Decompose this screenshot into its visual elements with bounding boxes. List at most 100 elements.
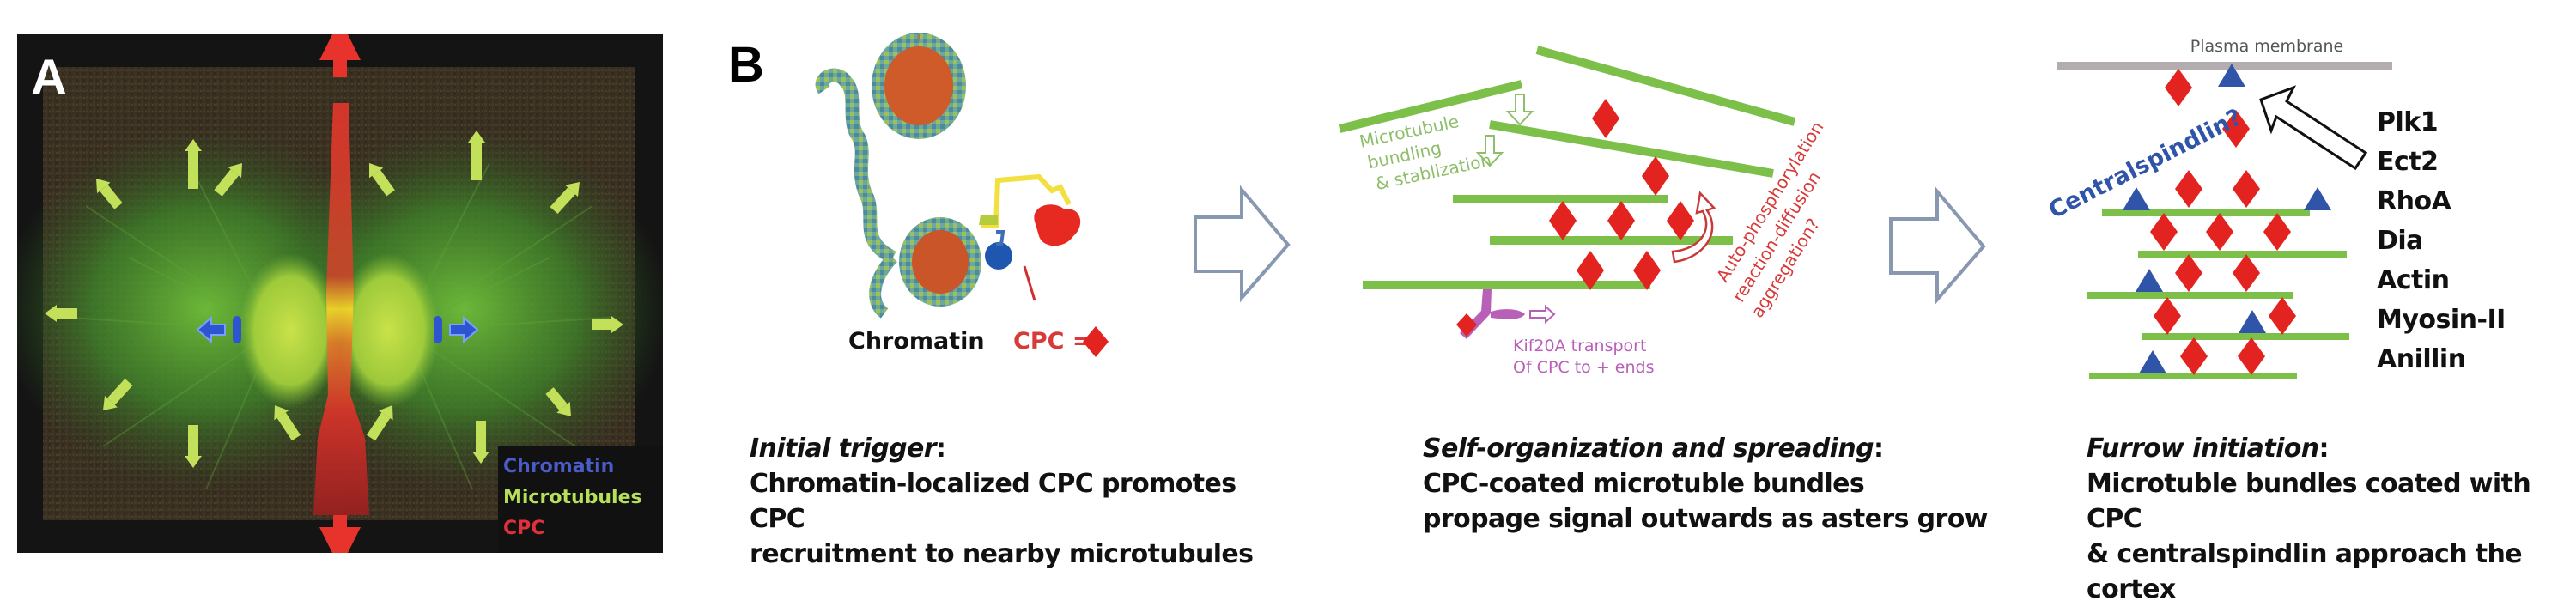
kif20a-motor	[1456, 289, 1556, 339]
cpc-diamond	[2154, 297, 2181, 335]
autophos-cycle-arrow-icon	[1671, 191, 1716, 264]
caption-step2-line1: CPC-coated microtuble bundles	[1423, 469, 1865, 499]
centralspindlin-triangle	[2123, 187, 2150, 210]
centralspindlin-triangle	[2218, 64, 2245, 87]
cpc-diamond	[2175, 254, 2202, 292]
bundling-arrow-icon	[1505, 94, 1534, 126]
caption-step3-line2: & centralspindlin approach the cortex	[2087, 539, 2523, 604]
cpc-diamond-icon	[1083, 326, 1109, 357]
cpc-diamond	[1549, 201, 1577, 240]
microtubule	[1489, 120, 1774, 178]
panel-b-letter: B	[728, 37, 764, 93]
cpc-diamond	[2175, 170, 2202, 208]
transport-arrow-icon	[1529, 304, 1556, 325]
survivin-domain	[985, 242, 1012, 270]
outward-arrow-icon	[214, 169, 239, 197]
outward-arrow-head	[468, 131, 485, 143]
cpc-diamond	[1456, 313, 1477, 337]
factor-item: Actin	[2377, 265, 2450, 295]
cpc-pointer-line	[1023, 265, 1036, 301]
factor-item: Plk1	[2377, 107, 2439, 137]
schematic-svg: Chromatin CPC = Microtubule bundling & s…	[815, 33, 2392, 379]
factor-item: Myosin-II	[2377, 305, 2506, 335]
cpc-diamond	[1633, 251, 1661, 290]
histone-core-bottom	[912, 230, 969, 294]
caption-step3-head: Furrow initiation	[2087, 434, 2319, 464]
caption-step1-line2: recruitment to nearby microtubules	[750, 539, 1254, 569]
caption-step1: Initial trigger: Chromatin-localized CPC…	[750, 431, 1282, 572]
factor-item: RhoA	[2377, 186, 2451, 216]
centralspindlin-triangle	[2136, 269, 2163, 292]
cpc-diamond	[2222, 110, 2250, 148]
legend-microtubules: Microtubules	[503, 487, 642, 508]
outward-arrow-head	[565, 182, 580, 197]
outward-arrow-icon	[276, 412, 301, 441]
chromatin-left-bar	[233, 316, 241, 343]
caption-step3-line1: Microtuble bundles coated with CPC	[2087, 469, 2531, 534]
chromatin-right-bar	[434, 316, 442, 343]
panel-a-letter: A	[31, 50, 67, 106]
left-chromatin-region	[239, 253, 342, 408]
kif20a-label-line1: Kif20A transport	[1513, 337, 1646, 355]
outward-arrows	[45, 131, 623, 468]
cpc-complex-structure	[979, 173, 1081, 301]
cpc-diamond	[2150, 213, 2178, 251]
cpc-diamond	[2269, 297, 2296, 335]
outward-arrow-icon	[545, 387, 568, 411]
right-chromatin-region	[337, 253, 440, 408]
factor-item: Ect2	[2377, 147, 2439, 177]
plasma-membrane-label: Plasma membrane	[2190, 37, 2343, 56]
outward-arrow-head	[228, 163, 242, 179]
caption-step1-head: Initial trigger	[750, 434, 937, 464]
outward-arrow-head	[472, 452, 489, 464]
outward-arrow-head	[185, 139, 202, 151]
outward-arrow-head	[556, 401, 571, 416]
cpc-diamond	[1592, 99, 1619, 138]
cpc-legend-label: CPC =	[1013, 328, 1091, 355]
outward-arrow-head	[96, 179, 111, 194]
outward-arrow-head	[369, 163, 384, 179]
centralspindlin-triangle	[2239, 310, 2266, 333]
factor-item: Dia	[2377, 226, 2423, 256]
outward-arrow-head	[274, 405, 289, 421]
outward-arrow-icon	[100, 185, 123, 209]
step3-markers	[2123, 64, 2331, 375]
caption-step2: Self-organization and spreading: CPC-coa…	[1423, 431, 2007, 537]
plasma-membrane	[2057, 62, 2392, 70]
outward-arrow-icon	[106, 378, 133, 405]
caption-step2-head: Self-organization and spreading	[1423, 434, 1874, 464]
flow-arrow-icon-2	[1889, 186, 1986, 305]
caption-step1-line1: Chromatin-localized CPC promotes CPC	[750, 469, 1236, 534]
cpc-diamond	[2165, 69, 2192, 106]
kif20a-label-line2: Of CPC to + ends	[1513, 358, 1654, 377]
cpc-diamond	[2238, 337, 2265, 375]
outward-arrow-icon	[550, 187, 576, 215]
cpc-diamond	[1667, 201, 1694, 240]
step3-microtubules	[2087, 209, 2349, 379]
histone-core-top	[884, 46, 953, 125]
outward-arrow-head	[103, 395, 118, 410]
outward-arrow-icon	[372, 169, 395, 197]
legend-chromatin: Chromatin	[503, 456, 614, 477]
centralspindlin-triangle	[2304, 187, 2331, 210]
cpc-diamond	[1607, 201, 1635, 240]
panel-b-schematic: B Chromatin CPC =	[728, 33, 2531, 604]
outward-arrow-head	[611, 316, 623, 333]
cpc-diamond	[2206, 213, 2233, 251]
microtubule	[1535, 46, 1796, 126]
chromatin-label: Chromatin	[848, 328, 985, 355]
cpc-diamond	[2180, 337, 2208, 375]
cpc-diamond	[2233, 170, 2260, 208]
flow-arrow-icon-1	[1194, 185, 1291, 303]
legend-box	[498, 446, 663, 553]
step2-cpc-diamonds	[1549, 99, 1694, 290]
outward-arrow-head	[378, 405, 393, 421]
cpc-diamond	[2233, 254, 2260, 292]
microtubule	[1338, 80, 1523, 133]
chromatin-arrow-icon-left	[196, 315, 226, 344]
bundling-arrow-icon	[1475, 135, 1504, 167]
legend-cpc: CPC	[503, 518, 544, 539]
right-aster	[258, 129, 670, 489]
panel-a-micrograph: A Chromatin Microtubules CPC	[0, 19, 670, 568]
